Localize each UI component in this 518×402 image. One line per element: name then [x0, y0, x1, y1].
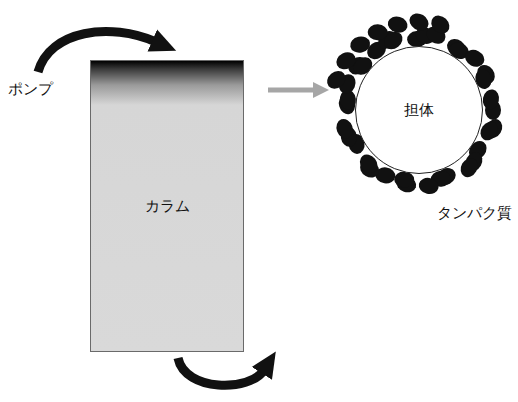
protein-molecule — [367, 24, 388, 41]
protein-molecule — [481, 88, 501, 111]
protein-label: タンパク質 — [437, 204, 512, 223]
protein-molecule — [386, 14, 410, 35]
carrier-bead — [356, 47, 483, 174]
protein-molecule — [457, 155, 481, 180]
protein-molecule — [334, 49, 359, 72]
protein-molecule — [394, 171, 414, 187]
protein-molecule — [324, 67, 350, 92]
column-box: カラム — [90, 60, 244, 352]
outflow-arrow — [178, 358, 264, 385]
protein-cluster — [324, 10, 506, 196]
carrier-circle: 担体 — [355, 46, 483, 174]
node-label: カラム — [145, 197, 190, 216]
pump-label: ポンプ — [8, 80, 53, 99]
protein-molecule — [417, 176, 440, 196]
protein-molecule — [406, 10, 431, 34]
zoom-arrow — [268, 88, 315, 93]
protein-molecule — [349, 35, 372, 55]
protein-molecule — [428, 12, 454, 37]
node-label: 担体 — [404, 101, 434, 120]
protein-molecule — [334, 117, 356, 141]
